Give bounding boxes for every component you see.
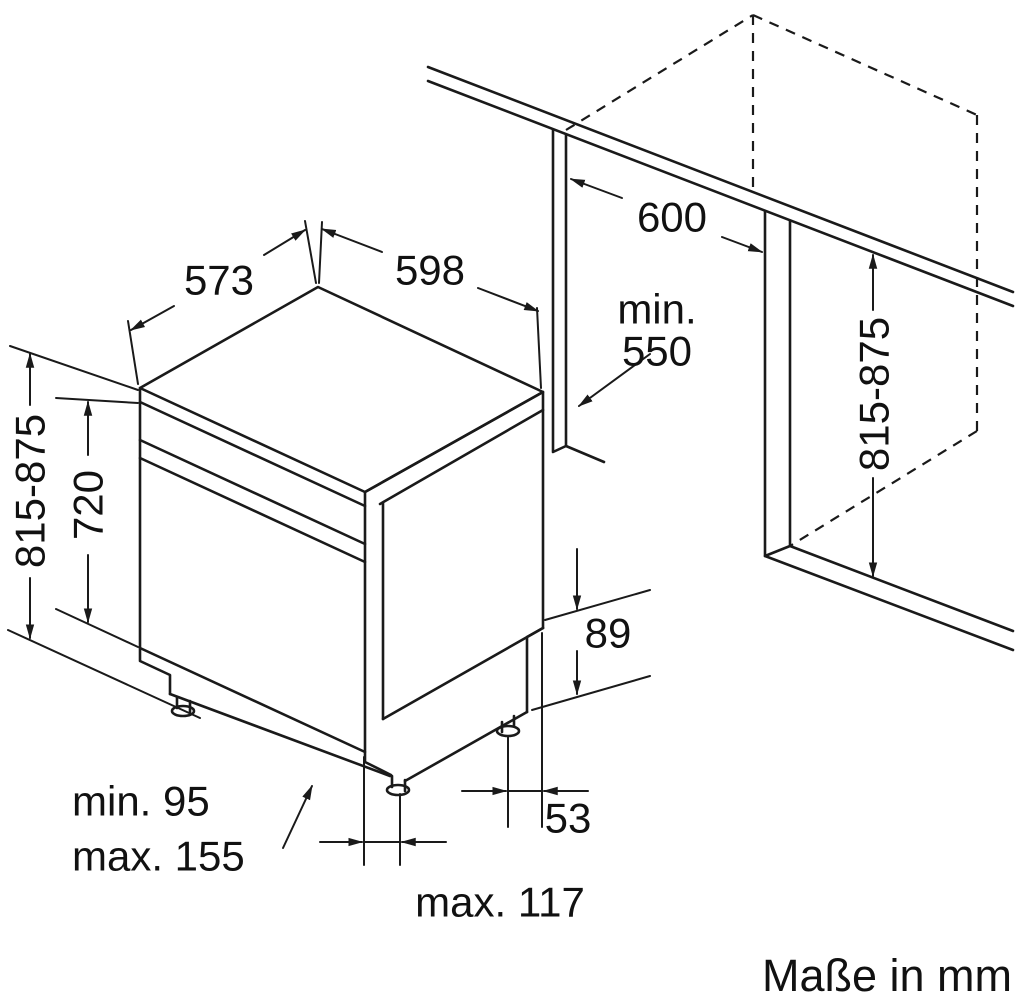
dimension-niche-height-right: 815-875 bbox=[851, 253, 898, 578]
dimension-front-height-720: 720 bbox=[55, 397, 139, 648]
extension-line bbox=[531, 675, 651, 711]
dim-label-depth: 573 bbox=[184, 257, 254, 304]
leader-arrow bbox=[282, 784, 313, 849]
control-panel-line bbox=[138, 438, 367, 546]
dishwasher-top-face bbox=[138, 285, 545, 494]
dimension-line bbox=[477, 287, 540, 312]
extension-line bbox=[7, 629, 201, 719]
floor-line-right bbox=[763, 554, 1015, 652]
countertop-line bbox=[426, 65, 1015, 294]
extension-line bbox=[55, 397, 139, 404]
dishwasher-body bbox=[138, 285, 545, 797]
cabinet-niche-outline bbox=[426, 13, 1015, 652]
dimension-plinth-recess-max117: max. 117 bbox=[319, 756, 585, 926]
side-bottom-edge bbox=[381, 626, 545, 721]
dimension-overall-height-left: 815-875 bbox=[7, 345, 201, 719]
units-caption: Maße in mm bbox=[762, 950, 1012, 1001]
dimension-niche-depth-min550: min. 550 bbox=[577, 286, 697, 407]
extension-line bbox=[544, 589, 651, 621]
dim-label-overall-height: 815-875 bbox=[7, 414, 54, 568]
extension-line bbox=[536, 307, 542, 389]
dim-label-plinth-recess: max. 117 bbox=[415, 879, 585, 926]
extension-line bbox=[318, 221, 323, 284]
dim-label-niche-height: 815-875 bbox=[851, 317, 898, 471]
dim-label-width: 598 bbox=[395, 247, 465, 294]
dim-label-niche-depth-prefix: min. bbox=[617, 286, 696, 333]
floor-line-right bbox=[788, 544, 1015, 633]
niche-hidden-edge bbox=[752, 13, 978, 117]
dimension-base-step-89: 89 bbox=[531, 548, 651, 711]
dim-label-niche-depth-value: 550 bbox=[622, 328, 692, 375]
niche-right-wall bbox=[763, 209, 792, 558]
base-right-edge bbox=[403, 710, 529, 783]
dim-label-base-step: 89 bbox=[585, 610, 632, 657]
extension-line bbox=[304, 220, 317, 284]
extension-line bbox=[55, 608, 139, 648]
dim-label-niche-width: 600 bbox=[637, 194, 707, 241]
dimension-feet-height: min. 95 max. 155 bbox=[72, 778, 313, 880]
plinth-bottom-edge bbox=[168, 692, 392, 778]
door-top-line bbox=[138, 400, 367, 508]
dim-label-feet-min: min. 95 bbox=[72, 778, 210, 825]
niche-left-wall-foot bbox=[564, 444, 606, 464]
dimension-line bbox=[569, 178, 623, 199]
dimension-rear-foot-53: 53 bbox=[461, 632, 592, 842]
leader-arrow bbox=[577, 353, 651, 407]
dimension-width-598: 598 bbox=[318, 221, 542, 389]
dimension-line bbox=[320, 228, 383, 253]
dimension-depth-573: 573 bbox=[127, 220, 317, 385]
dimension-niche-width-600: 600 bbox=[569, 178, 764, 253]
dimension-line bbox=[263, 229, 307, 256]
dishwasher-side-face bbox=[363, 390, 545, 630]
extension-line bbox=[127, 320, 139, 385]
dim-label-rear-foot: 53 bbox=[545, 795, 592, 842]
dimension-line bbox=[129, 305, 175, 331]
dim-label-feet-max: max. 155 bbox=[72, 833, 245, 880]
dishwasher-front-face bbox=[138, 386, 367, 754]
dimension-line bbox=[721, 236, 764, 253]
side-top-inner-line bbox=[378, 408, 545, 506]
adjustable-foot-front-left bbox=[170, 695, 196, 718]
niche-left-wall bbox=[551, 128, 568, 454]
dim-label-front-height: 720 bbox=[65, 470, 112, 540]
plinth-left bbox=[138, 646, 172, 696]
niche-hidden-edge bbox=[565, 14, 754, 131]
niche-hidden-edge bbox=[789, 430, 978, 547]
control-panel-line bbox=[138, 456, 367, 564]
base-step bbox=[525, 626, 545, 714]
countertop-line bbox=[426, 79, 1015, 308]
adjustable-foot-front-right bbox=[385, 774, 411, 797]
